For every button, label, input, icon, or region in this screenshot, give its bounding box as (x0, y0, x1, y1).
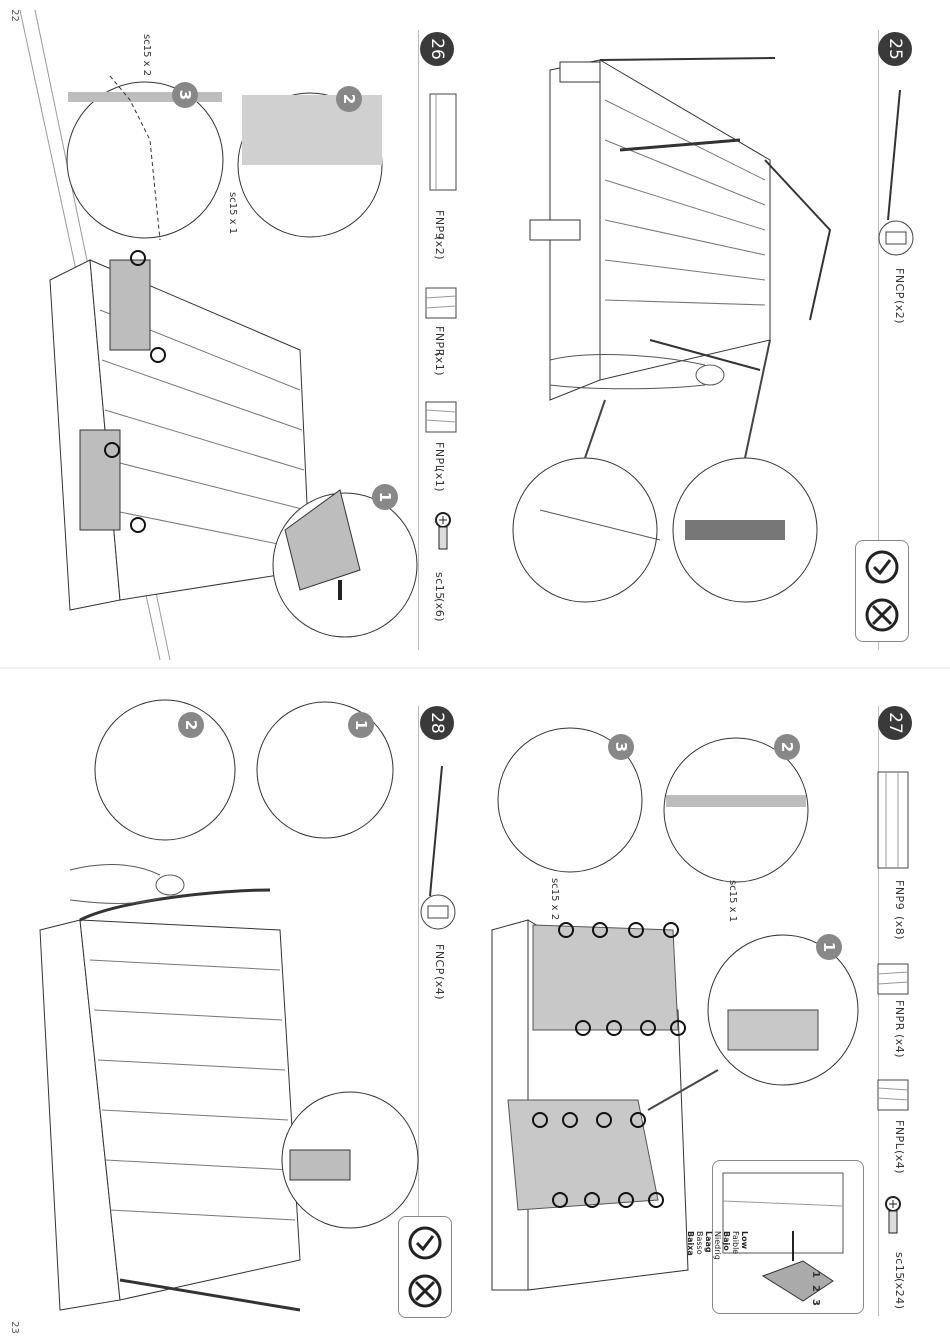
step-28-hammer-no-icon (407, 1273, 443, 1309)
step-28-tools (398, 1216, 452, 1318)
step-26-screw-callout-2: sc15 x 1 (227, 192, 238, 234)
step-27-fnpr-icon (876, 962, 910, 996)
step-28-detail-1: 1 (348, 712, 374, 738)
torque-setting-box: Low Faible Bajo Niedrig Laag Basso Baixa… (712, 1160, 864, 1314)
step-28-part-code: FNCP (433, 944, 446, 975)
torque-labels: Low Faible Bajo Niedrig Laag Basso Baixa (686, 1231, 749, 1260)
step-27-part-2-code: FNPR (893, 1000, 906, 1031)
step-26-part-1-qty: (x2) (433, 236, 446, 260)
step-25-tools (855, 540, 909, 642)
screw-icon (428, 512, 458, 552)
step-26-part-3-code: FNPL (433, 442, 446, 471)
step-27-part-1-code: FNP9 (893, 880, 906, 910)
step-28-detail-2: 2 (178, 712, 204, 738)
hammer-ok-icon (864, 549, 900, 585)
step-27-fnp9-icon (876, 770, 910, 870)
step-25-part-qty: (x2) (893, 300, 906, 324)
step-26-screw-callout-1: sc15 x 2 (141, 34, 152, 76)
step-27-detail-1: 1 (816, 934, 842, 960)
step-27-part-3-qty: (x4) (893, 1150, 906, 1174)
step-26-part-4-code: sc15 (433, 572, 446, 600)
fnpr-part-icon (424, 286, 458, 320)
hammer-no-icon (864, 597, 900, 633)
step-28-part-qty: (x4) (433, 976, 446, 1000)
fnp9-part-icon (428, 92, 458, 192)
fnpl-part-icon (424, 400, 458, 434)
step-26-detail-2: 2 (336, 86, 362, 112)
drill-setting-3: 3 (810, 1299, 821, 1306)
step-27-fnpl-icon (876, 1078, 910, 1112)
fncp-part-icon (878, 90, 918, 270)
step-27-part-4-qty: (x24) (893, 1278, 906, 1310)
drill-setting-2: 2 (810, 1285, 821, 1292)
step-26-part-2-qty: (x1) (433, 352, 446, 376)
step-27-detail-2: 2 (774, 734, 800, 760)
step-26-part-3-qty: (x1) (433, 468, 446, 492)
step-27-part-4-code: sc15 (893, 1252, 906, 1280)
step-27-number: 27 (878, 706, 912, 740)
step-26-number: 26 (420, 32, 454, 66)
step-26-part-4-qty: (x6) (433, 598, 446, 622)
step-25-illustration (510, 40, 870, 640)
drill-setting-1: 1 (810, 1271, 821, 1278)
step-25-number: 25 (878, 32, 912, 66)
step-28-number: 28 (420, 706, 454, 740)
step-26-detail-3: 3 (172, 82, 198, 108)
step-26-detail-1: 1 (372, 484, 398, 510)
step-27-screw-callout-2: sc15 x 1 (727, 880, 738, 922)
step-27-part-2-qty: (x4) (893, 1034, 906, 1058)
step-27-detail-3: 3 (608, 734, 634, 760)
step-27-part-3-code: FNPL (893, 1120, 906, 1149)
step-28-illustration (20, 700, 420, 1320)
step-28-fncp-icon (420, 766, 460, 946)
step-28-hammer-ok-icon (407, 1225, 443, 1261)
step-27-screw-callout-1: sc15 x 2 (549, 878, 560, 920)
step-25-part-code: FNCP (893, 268, 906, 299)
step-27-part-1-qty: (x8) (893, 916, 906, 940)
step-27-screw-icon (878, 1196, 908, 1236)
